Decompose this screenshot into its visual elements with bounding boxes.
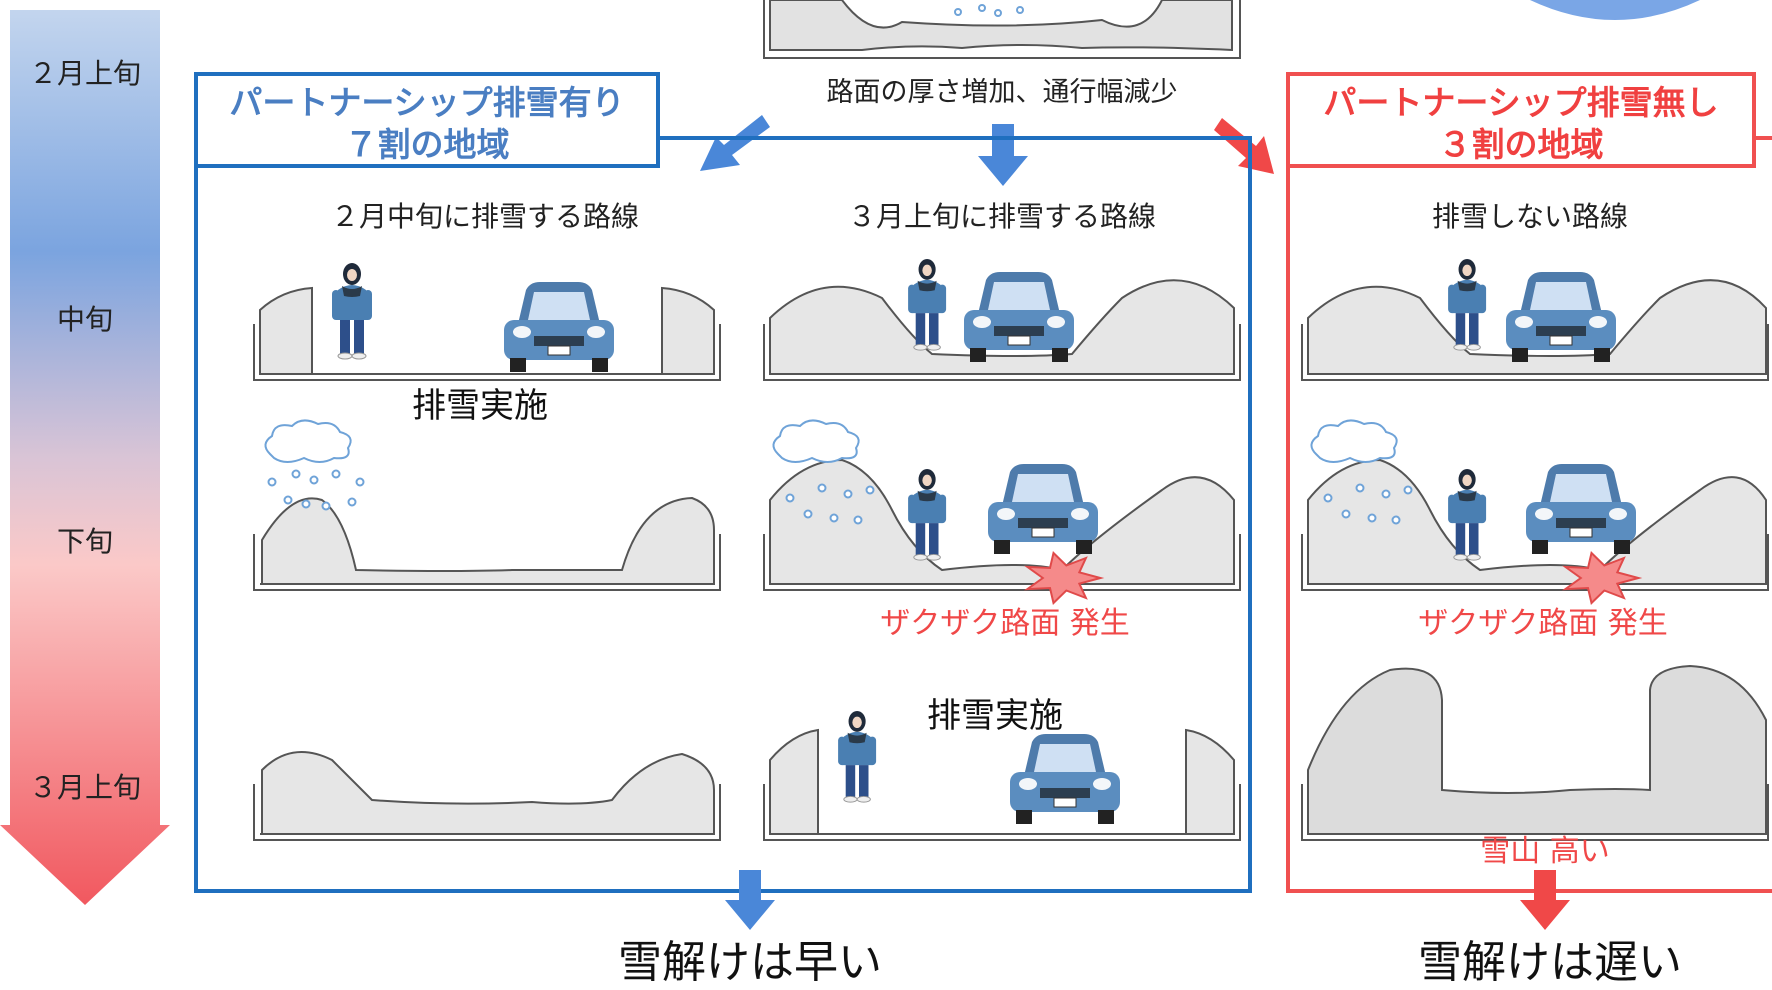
section-mid-feb-mar xyxy=(253,751,721,841)
col-mid-feb-header: ２月中旬に排雪する路線 xyxy=(330,200,639,233)
section-no-removal-mountain xyxy=(1301,664,1769,841)
section-early-mar-packed xyxy=(763,258,1241,381)
arrow-right-branch xyxy=(1214,118,1274,174)
top-right-circle xyxy=(1530,0,1700,20)
removal-note-2: 排雪実施 xyxy=(927,696,1063,736)
rough-road-note-yes: ザクザク路面 発生 xyxy=(880,606,1130,641)
top-caption: 路面の厚さ増加、通行幅減少 xyxy=(826,77,1178,108)
rough-road-note-no: ザクザク路面 発生 xyxy=(1418,606,1668,641)
result-slow-melt: 雪解けは遅い xyxy=(1418,937,1682,988)
timeline-label-early-feb: ２月上旬 xyxy=(28,57,141,90)
section-no-removal-rough xyxy=(1301,419,1769,605)
col-early-mar-header: ３月上旬に排雪する路線 xyxy=(847,200,1156,233)
col-no-removal-header: 排雪しない路線 xyxy=(1431,200,1628,233)
section-early-mar-rough xyxy=(763,419,1241,605)
arrow-left-branch xyxy=(700,115,770,171)
partnership-no-title-line1: パートナーシップ排雪無し xyxy=(1323,83,1719,122)
section-mid-feb-snowfall xyxy=(253,419,721,591)
arrow-down-branch xyxy=(978,124,1028,186)
removal-note-1: 排雪実施 xyxy=(412,386,548,426)
section-early-mar-cleared xyxy=(763,710,1241,841)
timeline-label-mid: 中旬 xyxy=(56,303,113,336)
snow-mountain-note: 雪山 高い xyxy=(1480,834,1610,869)
arrow-down-no xyxy=(1520,870,1570,930)
timeline-arrow xyxy=(0,10,170,905)
top-road-section xyxy=(763,0,1241,59)
partnership-yes-title-line1: パートナーシップ排雪有り xyxy=(229,83,625,122)
partnership-yes-title-line2: ７割の地域 xyxy=(344,125,510,164)
result-fast-melt: 雪解けは早い xyxy=(618,937,882,988)
section-no-removal-packed xyxy=(1301,258,1769,381)
partnership-no-title-line2: ３割の地域 xyxy=(1438,125,1604,164)
arrow-down-yes xyxy=(725,870,775,930)
partnership-no-title: パートナーシップ排雪無し ３割の地域 xyxy=(1286,72,1756,168)
partnership-yes-title: パートナーシップ排雪有り ７割の地域 xyxy=(194,72,660,168)
timeline-label-early-mar: ３月上旬 xyxy=(28,771,141,804)
timeline-label-late: 下旬 xyxy=(56,525,113,558)
partnership-yes-panel xyxy=(194,136,1252,893)
section-mid-feb-cleared xyxy=(253,263,721,381)
